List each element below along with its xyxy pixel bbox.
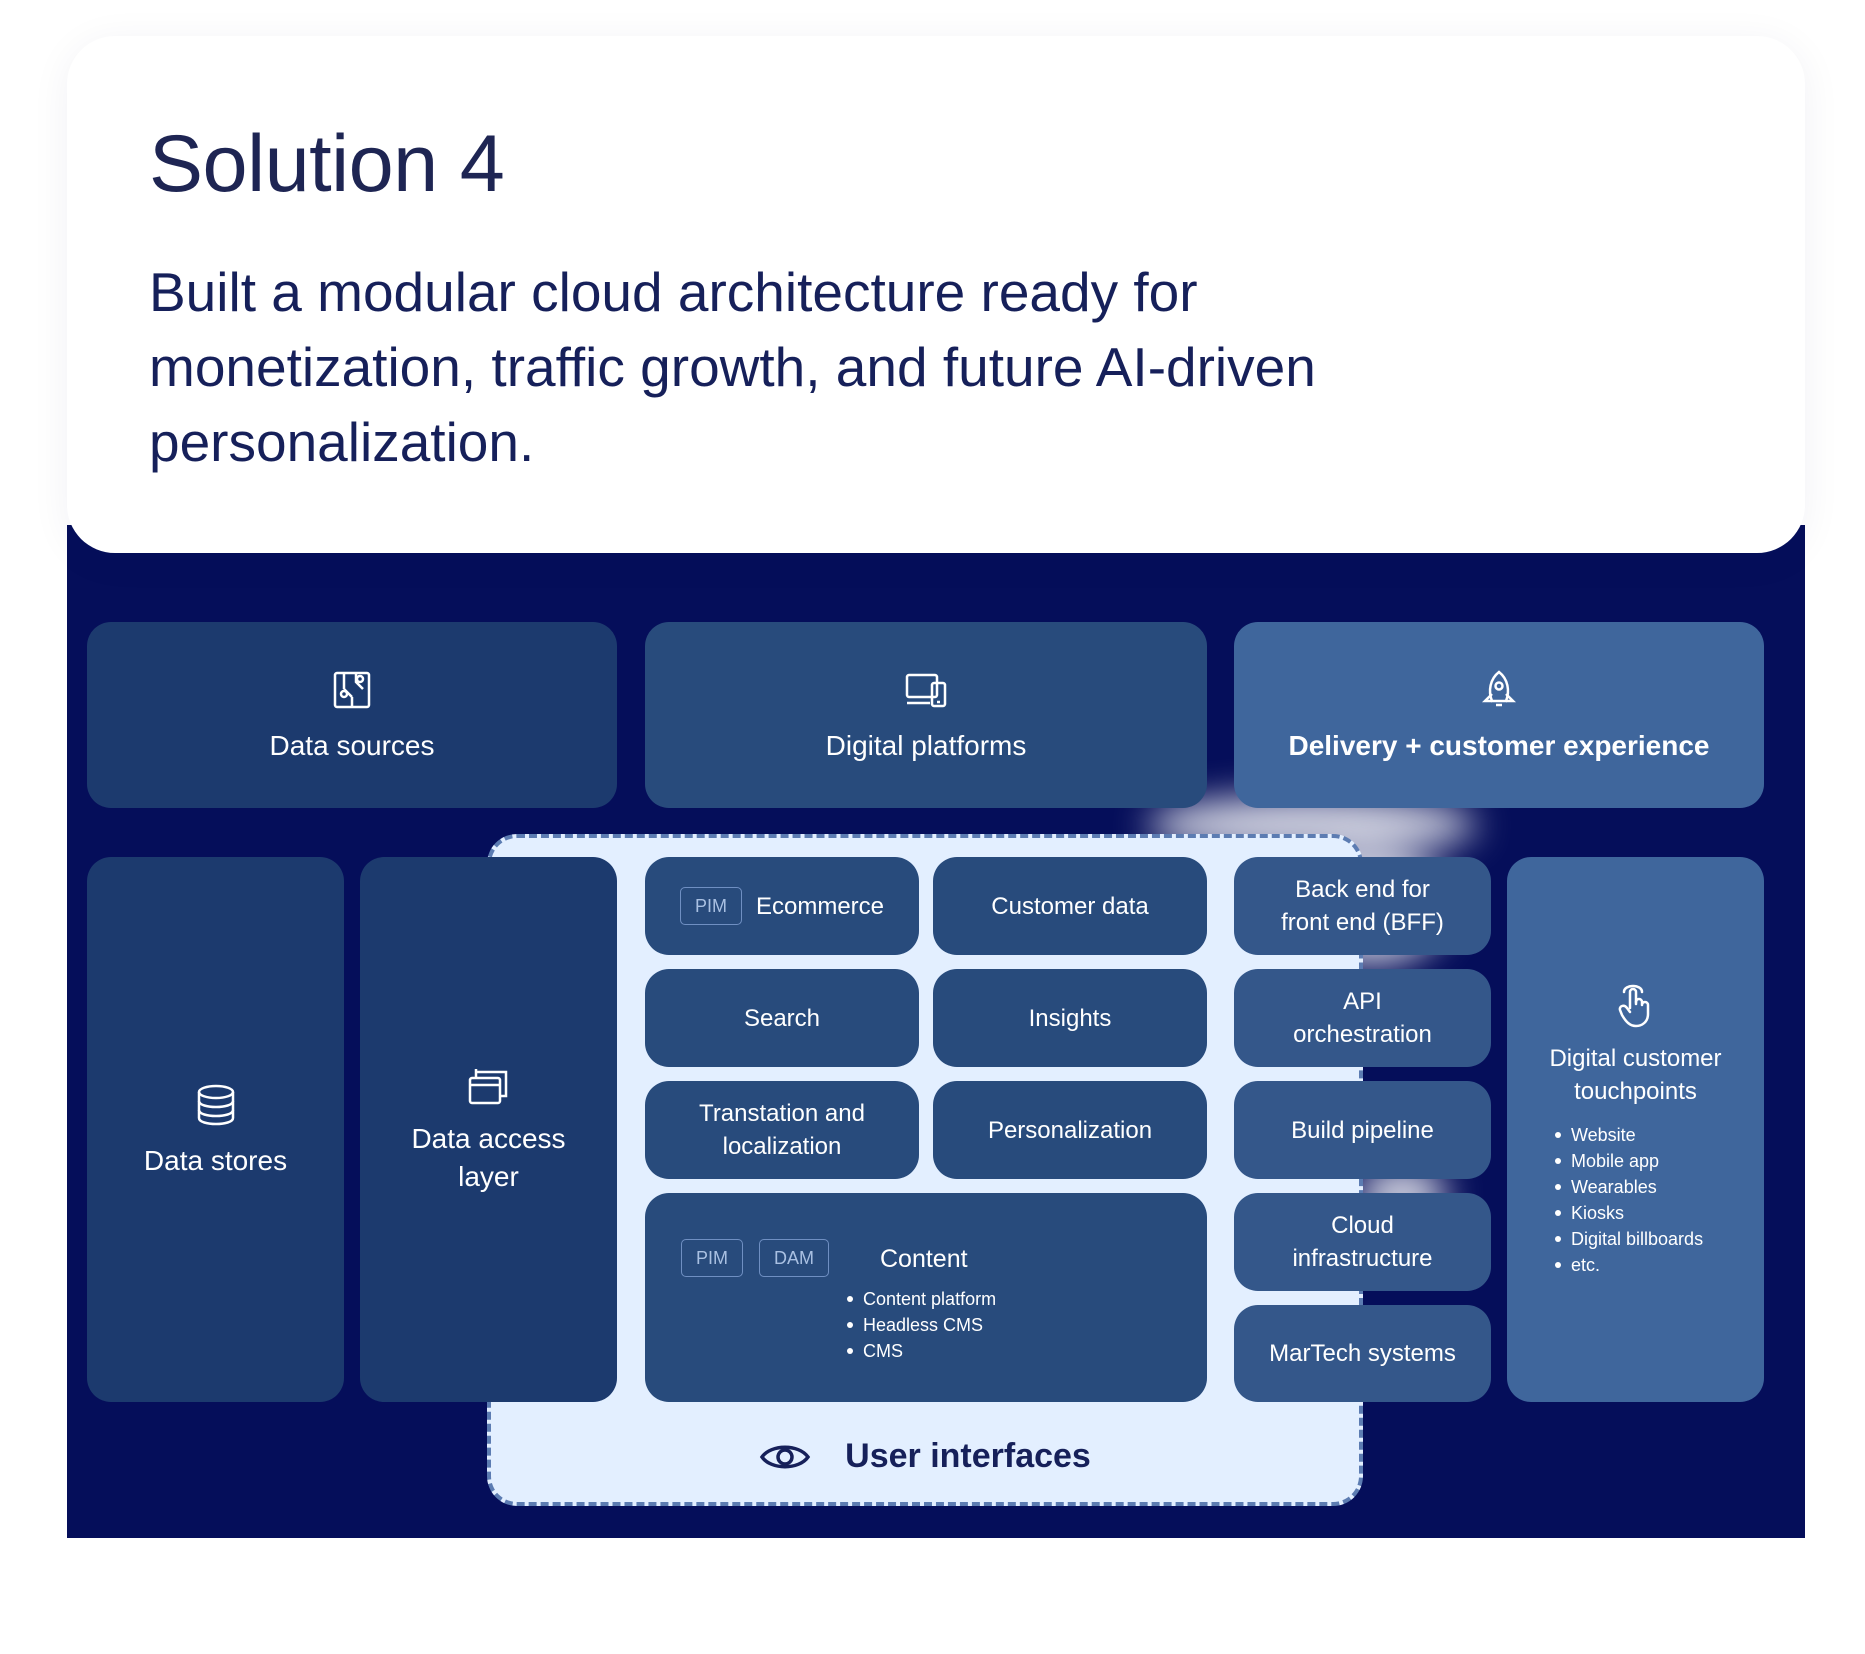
list-item: etc.	[1553, 1252, 1718, 1278]
list-item: Website	[1553, 1122, 1718, 1148]
user-interfaces-panel: User interfaces	[487, 834, 1363, 1506]
ecommerce-box: PIM Ecommerce	[645, 857, 919, 955]
list-item: Digital billboards	[1553, 1226, 1718, 1252]
build-pipeline-label: Build pipeline	[1291, 1116, 1434, 1144]
user-interfaces-label: User interfaces	[491, 1437, 1359, 1476]
list-item: CMS	[845, 1338, 996, 1364]
insights-box: Insights	[933, 969, 1207, 1067]
rocket-icon	[1477, 668, 1521, 712]
data-sources-label: Data sources	[269, 730, 435, 761]
content-list: Content platform Headless CMS CMS	[845, 1286, 996, 1364]
martech-box: MarTech systems	[1234, 1305, 1491, 1402]
search-box: Search	[645, 969, 919, 1067]
page-title: Solution 4	[149, 119, 505, 209]
content-label: Content	[880, 1245, 968, 1273]
delivery-box: Delivery + customer experience	[1234, 622, 1764, 808]
pim-tag: PIM	[679, 887, 742, 925]
api-orchestration-label: API orchestration	[1293, 988, 1432, 1048]
header-card: Solution 4 Built a modular cloud archite…	[67, 36, 1805, 553]
list-item: Kiosks	[1553, 1200, 1718, 1226]
touchpoints-label: Digital customer touchpoints	[1549, 1044, 1722, 1105]
delivery-label: Delivery + customer experience	[1288, 730, 1710, 761]
data-stores-box: Data stores	[87, 857, 344, 1402]
layers-icon	[467, 1064, 511, 1108]
pim-tag: PIM	[681, 1239, 744, 1277]
bff-box: Back end for front end (BFF)	[1234, 857, 1491, 955]
ecommerce-label: Ecommerce	[755, 892, 885, 920]
translation-box: Transtation and localization	[645, 1081, 919, 1179]
martech-label: MarTech systems	[1269, 1340, 1456, 1367]
build-pipeline-box: Build pipeline	[1234, 1081, 1491, 1179]
architecture-diagram: User interfaces Data sources Digital pla…	[67, 525, 1805, 1538]
list-item: Mobile app	[1553, 1148, 1718, 1174]
personalization-label: Personalization	[987, 1116, 1153, 1144]
pointer-hand-icon	[1616, 982, 1656, 1028]
digital-platforms-label: Digital platforms	[825, 730, 1027, 761]
data-sources-icon	[330, 668, 374, 712]
data-stores-label: Data stores	[143, 1144, 288, 1176]
digital-platforms-box: Digital platforms	[645, 622, 1207, 808]
customer-data-box: Customer data	[933, 857, 1207, 955]
page-subtitle: Built a modular cloud architecture ready…	[149, 261, 1316, 473]
api-orchestration-box: API orchestration	[1234, 969, 1491, 1067]
translation-label: Transtation and localization	[699, 1100, 865, 1160]
devices-icon	[904, 668, 948, 712]
data-sources-box: Data sources	[87, 622, 617, 808]
list-item: Headless CMS	[845, 1312, 996, 1338]
personalization-box: Personalization	[933, 1081, 1207, 1179]
bff-label: Back end for front end (BFF)	[1281, 876, 1444, 936]
insights-label: Insights	[1028, 1004, 1112, 1032]
eye-icon	[759, 1439, 811, 1475]
dam-tag: DAM	[759, 1239, 829, 1277]
cloud-infrastructure-box: Cloud infrastructure	[1234, 1193, 1491, 1291]
touchpoints-box: Digital customer touchpoints Website Mob…	[1507, 857, 1764, 1402]
search-label: Search	[743, 1004, 821, 1032]
list-item: Content platform	[845, 1286, 996, 1312]
data-access-box: Data access layer	[360, 857, 617, 1402]
customer-data-label: Customer data	[991, 892, 1149, 920]
user-interfaces-text: User interfaces	[845, 1437, 1091, 1475]
list-item: Wearables	[1553, 1174, 1718, 1200]
database-icon	[194, 1083, 238, 1127]
cloud-infrastructure-label: Cloud infrastructure	[1292, 1212, 1433, 1272]
data-access-label: Data access layer	[411, 1122, 566, 1192]
content-box: PIM DAM Content Content platform Headles…	[645, 1193, 1207, 1402]
touchpoints-list: Website Mobile app Wearables Kiosks Digi…	[1553, 1122, 1718, 1278]
